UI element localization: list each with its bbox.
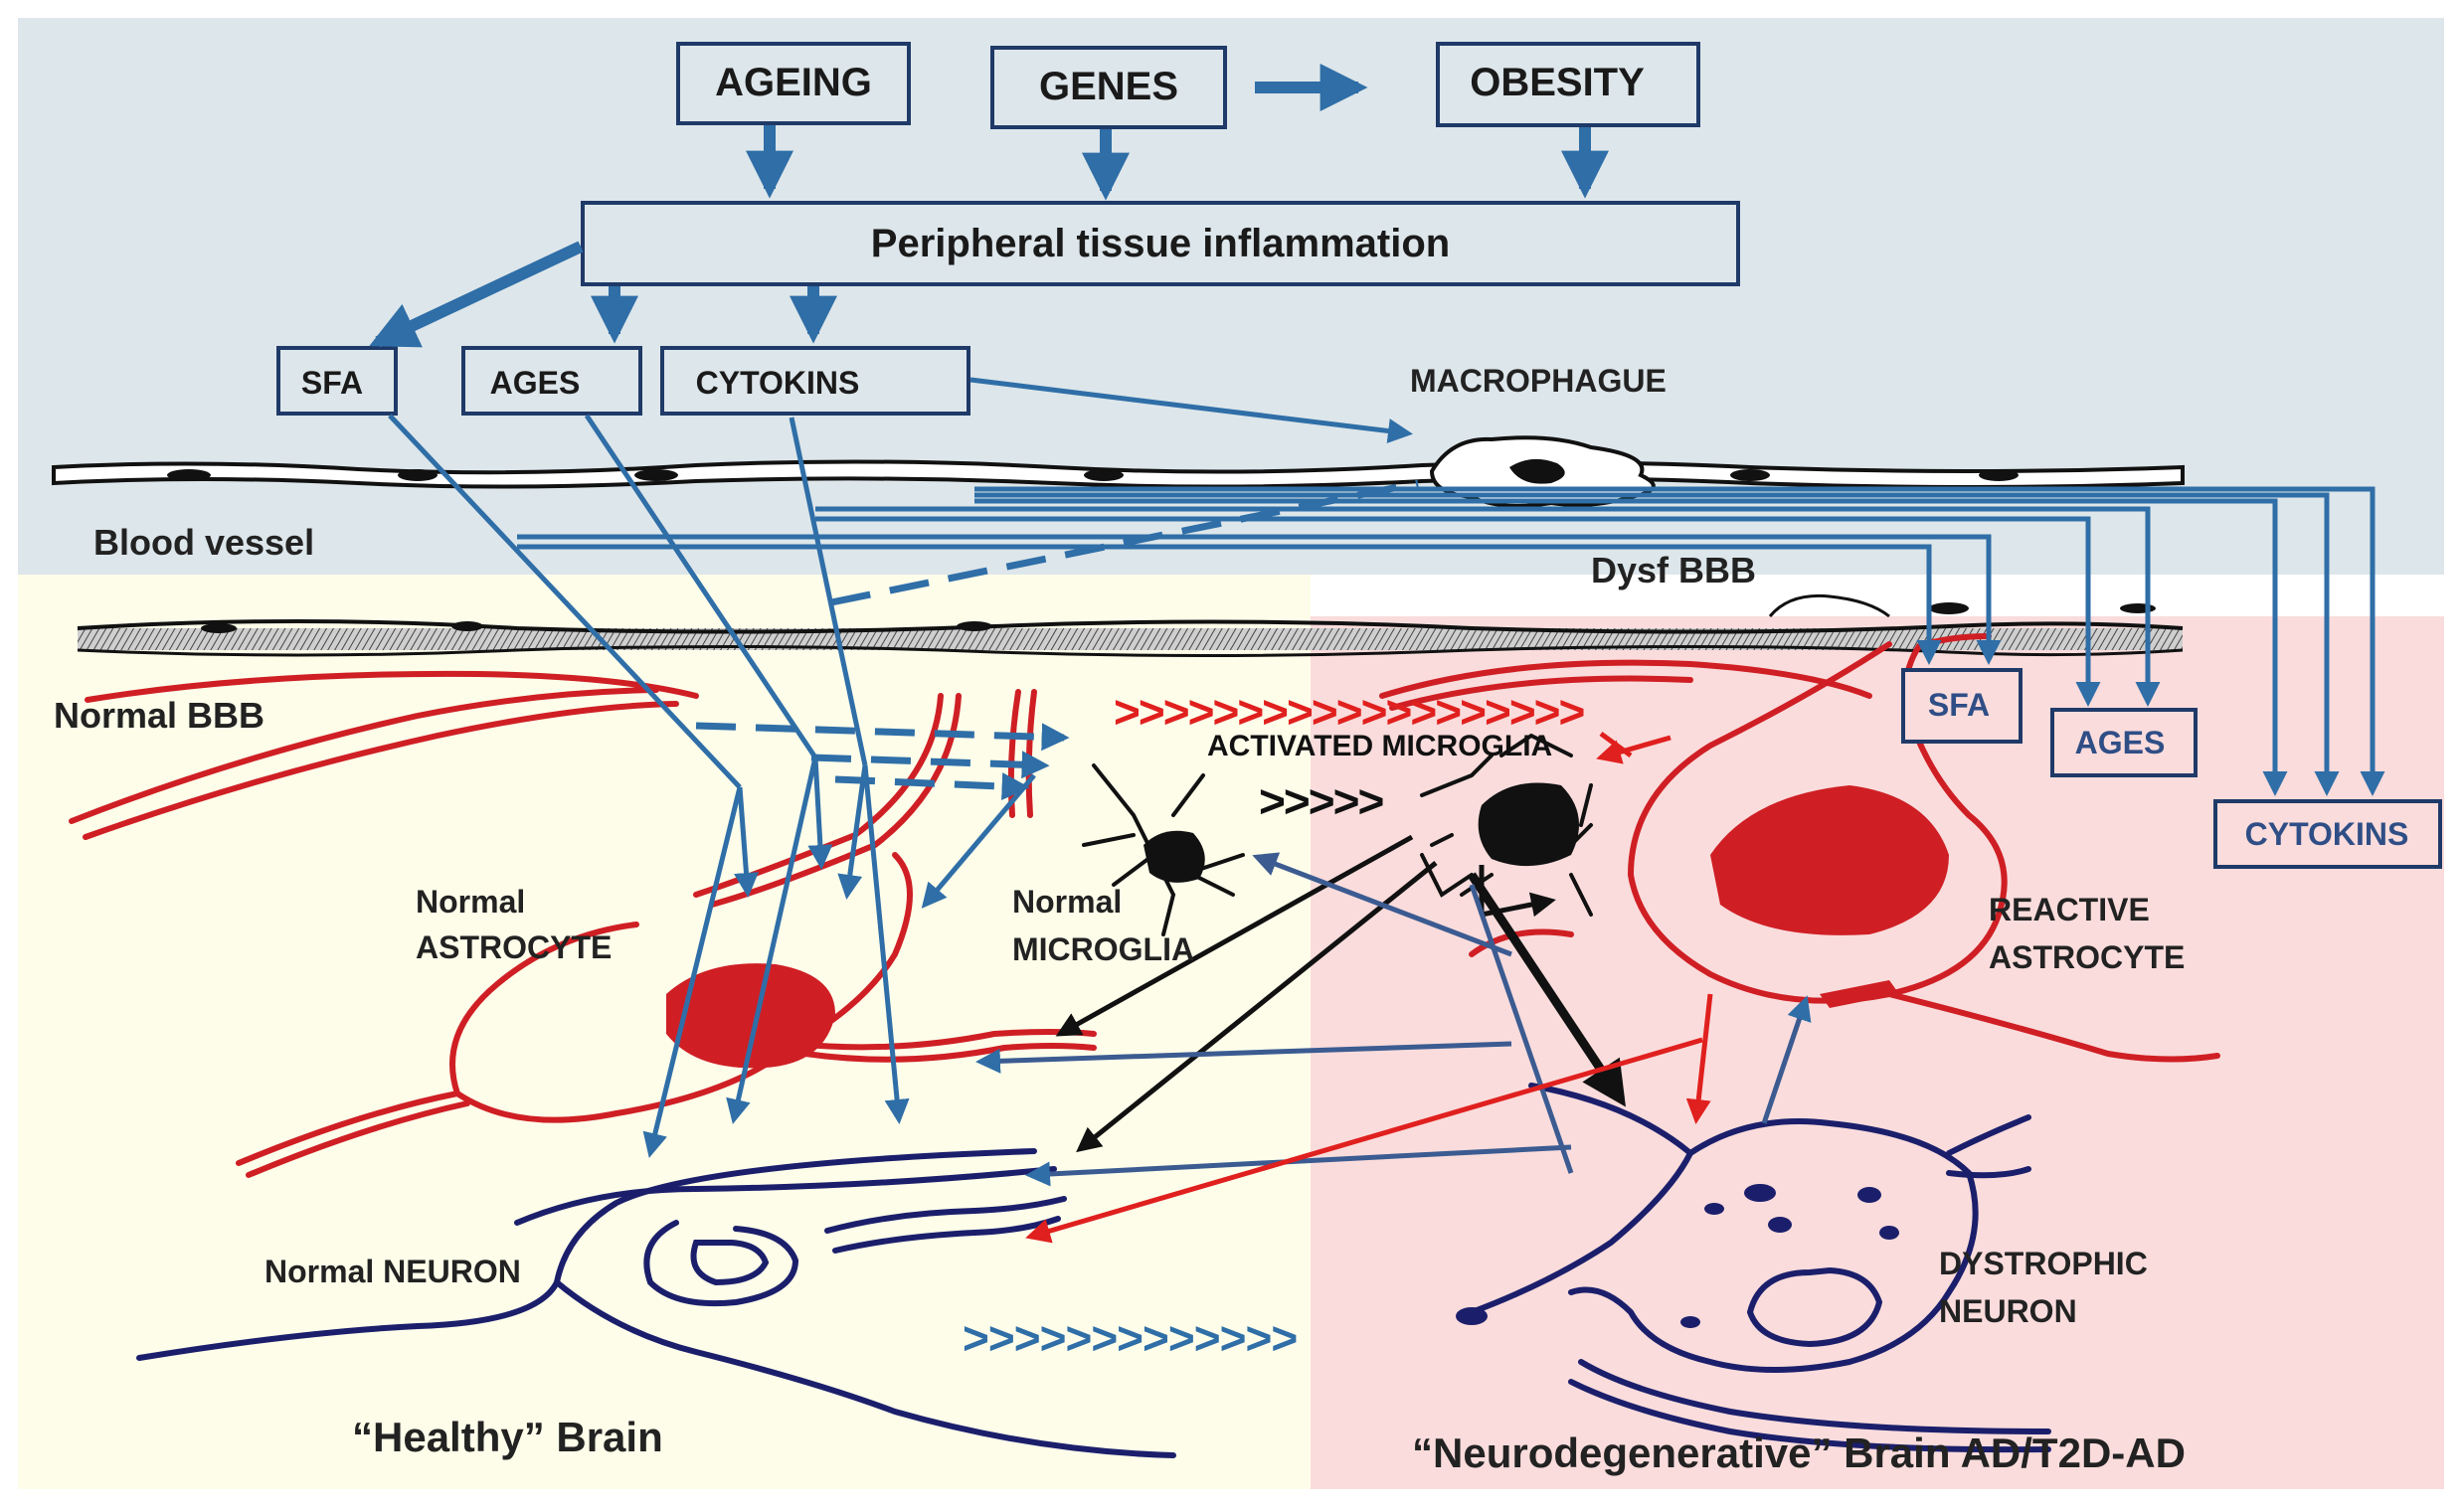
disease-blue-arrows xyxy=(975,852,1812,1187)
healthy-brain-label: “Healthy” Brain xyxy=(352,1414,663,1460)
normal-astrocyte-label-2: ASTROCYTE xyxy=(416,929,612,965)
neuro-brain-label: “Neurodegenerative” Brain AD/T2D-AD xyxy=(1412,1429,2186,1476)
blue-chevrons: >>>>>>>>>>>>> xyxy=(963,1312,1297,1364)
right-ages-label: AGES xyxy=(2075,725,2166,760)
ages-box: AGES xyxy=(461,346,642,416)
normal-microglia-body xyxy=(1144,830,1205,883)
disease-panel xyxy=(1311,616,2444,1489)
obesity-label: OBESITY xyxy=(1470,61,1645,104)
dystrophic-neuron-label-1: DYSTROPHIC xyxy=(1939,1246,2148,1281)
black-chevrons: >>>>> xyxy=(1259,775,1382,827)
normal-neuron xyxy=(136,1148,1176,1458)
red-chevrons: >>>>>>>>>>>>>>>>>>> xyxy=(1114,686,1584,738)
ageing-box: AGEING xyxy=(676,42,911,125)
inflammation-box: Peripheral tissue inflammation xyxy=(581,201,1740,286)
ages-label: AGES xyxy=(490,365,581,401)
activated-microglia-body xyxy=(1478,782,1579,867)
ageing-label: AGEING xyxy=(715,61,872,104)
normal-microglia-label-2: MICROGLIA xyxy=(1012,931,1194,967)
right-sfa-box: SFA xyxy=(1901,668,2023,744)
reactive-astrocyte-label-1: REACTIVE xyxy=(1989,892,2150,927)
vessel-connectors xyxy=(517,486,2385,796)
cytokins-box: CYTOKINS xyxy=(660,346,970,416)
dystrophic-neuron-granules xyxy=(1456,1184,1899,1328)
dysf-bbb-label: Dysf BBB xyxy=(1591,550,1756,590)
macrophague-label: MACROPHAGUE xyxy=(1410,363,1667,399)
right-cytokins-label: CYTOKINS xyxy=(2245,816,2409,852)
blood-vessel xyxy=(52,459,2185,489)
genes-label: GENES xyxy=(1039,65,1178,108)
obesity-box: OBESITY xyxy=(1436,42,1700,127)
top-arrows xyxy=(369,64,1609,348)
black-arrows xyxy=(1055,834,1626,1153)
inflammation-label: Peripheral tissue inflammation xyxy=(871,222,1450,265)
cytokins-label: CYTOKINS xyxy=(696,365,860,401)
genes-box: GENES xyxy=(990,46,1227,129)
normal-bbb-label: Normal BBB xyxy=(54,695,264,736)
dystrophic-neuron-label-2: NEURON xyxy=(1939,1293,2077,1329)
reactive-astrocyte-body xyxy=(1710,785,1949,1008)
normal-astrocyte-body xyxy=(666,963,835,1069)
normal-neuron-label: Normal NEURON xyxy=(264,1254,521,1289)
normal-microglia xyxy=(1082,763,1245,936)
right-sfa-label: SFA xyxy=(1928,687,1990,723)
right-cytokins-box: CYTOKINS xyxy=(2213,799,2442,869)
dystrophic-neuron xyxy=(1469,1083,2051,1453)
right-ages-box: AGES xyxy=(2050,708,2198,777)
normal-microglia-label-1: Normal xyxy=(1012,884,1122,920)
normal-astrocyte-label-1: Normal xyxy=(416,884,525,920)
reactive-astrocyte-label-2: ASTROCYTE xyxy=(1989,939,2185,975)
red-arrows xyxy=(1025,731,1713,1244)
sfa-box: SFA xyxy=(276,346,398,416)
activated-microglia-label: ACTIVATED MICROGLIA xyxy=(1207,730,1552,762)
sfa-label: SFA xyxy=(301,365,363,401)
blood-vessel-label: Blood vessel xyxy=(93,522,314,563)
